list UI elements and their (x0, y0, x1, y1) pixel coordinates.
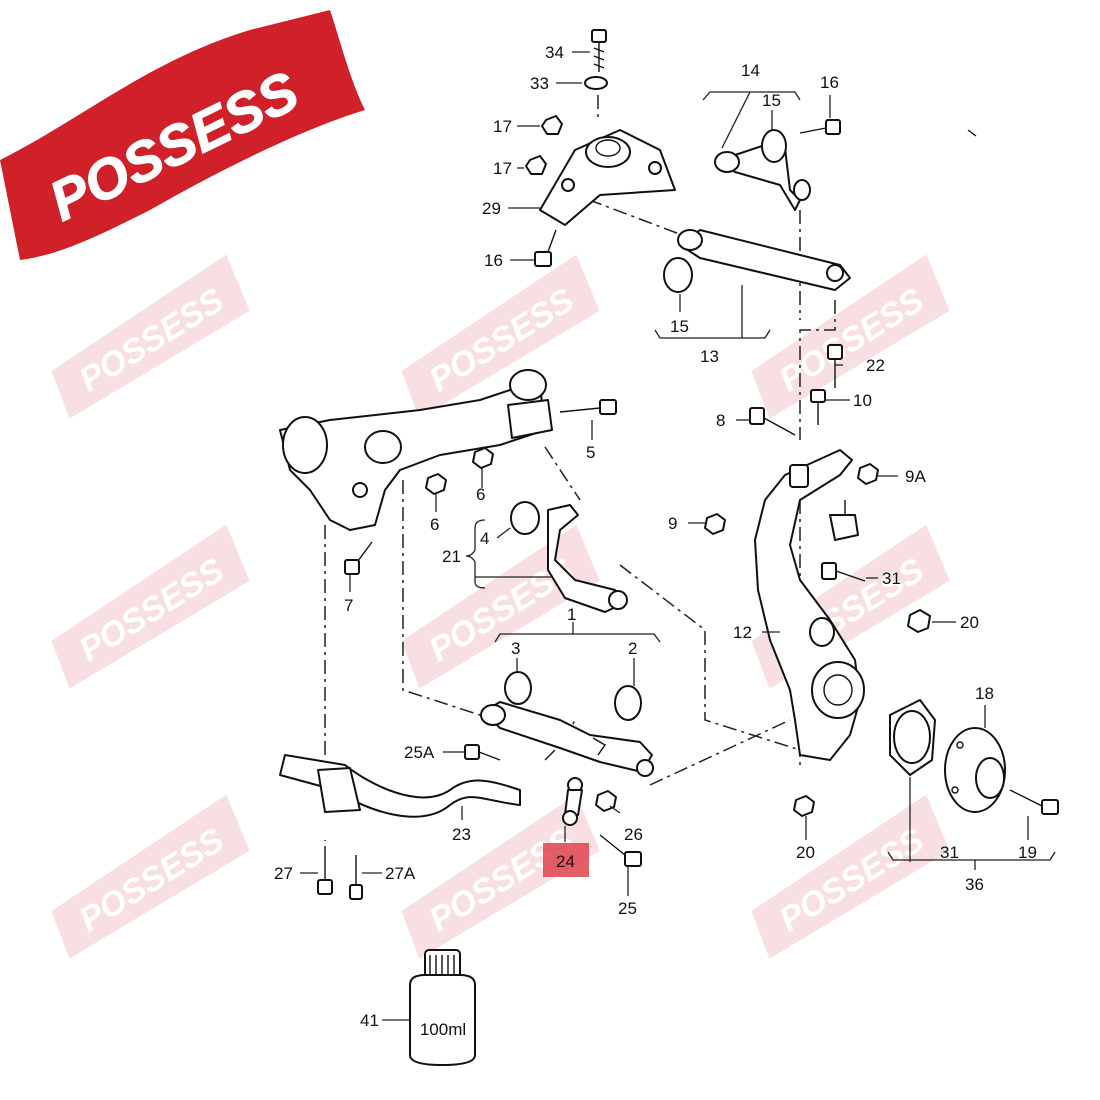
callout-31a: 31 (882, 569, 901, 588)
part-upper-arm-14 (714, 129, 811, 211)
callout-6b: 6 (476, 485, 485, 504)
part-nut-6a (425, 473, 447, 495)
part-control-arm-1 (480, 701, 654, 777)
part-nut-17b (525, 155, 547, 175)
part-bolt-22 (827, 344, 843, 388)
part-bushing-2 (614, 685, 642, 721)
watermark-text: POSSESS (73, 551, 231, 670)
part-bolt-34 (591, 29, 607, 72)
part-nut-6b (472, 447, 494, 469)
part-bolt-16b (799, 119, 841, 135)
part-bolt-16a (534, 229, 557, 267)
callout-1: 1 (567, 605, 576, 624)
brand-banner: POSSESS (0, 10, 365, 260)
callout-9: 9 (668, 514, 677, 533)
callout-labels: 34 33 17 17 29 16 14 15 16 15 13 22 10 8… (274, 43, 1037, 1030)
callout-29: 29 (482, 199, 501, 218)
watermark-text: POSSESS (423, 281, 581, 400)
part-bolt-5 (559, 399, 617, 415)
callout-7: 7 (344, 596, 353, 615)
callout-14: 14 (741, 61, 760, 80)
part-control-arm-21 (510, 501, 628, 613)
callout-36: 36 (965, 875, 984, 894)
part-nut-20a (907, 609, 931, 633)
part-hub-18 (944, 727, 1006, 813)
watermark-9: POSSESS (751, 794, 950, 959)
callout-8: 8 (716, 411, 725, 430)
part-stabilizer-bar-23 (279, 754, 521, 818)
callout-34: 34 (545, 43, 564, 62)
part-bushing-3 (504, 671, 532, 705)
watermark-4: POSSESS (51, 524, 250, 689)
callout-20b: 20 (796, 843, 815, 862)
callout-27: 27 (274, 864, 293, 883)
callout-5: 5 (586, 443, 595, 462)
watermark-1: POSSESS (51, 254, 250, 419)
part-bolt-8 (749, 407, 796, 436)
part-nut-9a (857, 463, 879, 485)
callout-23: 23 (452, 825, 471, 844)
part-bolt-19 (1009, 789, 1059, 815)
part-upper-mount-29 (539, 129, 676, 226)
part-nut-17a (541, 115, 563, 135)
callout-26: 26 (624, 825, 643, 844)
callout-6a: 6 (430, 515, 439, 534)
callout-10: 10 (853, 391, 872, 410)
callout-16b: 16 (820, 73, 839, 92)
callout-25: 25 (618, 899, 637, 918)
watermark-text: POSSESS (423, 821, 581, 940)
callout-15b: 15 (670, 317, 689, 336)
watermark-7: POSSESS (51, 794, 250, 959)
part-wheel-bearing-31 (889, 699, 936, 776)
callout-17a: 17 (493, 117, 512, 136)
part-nut-9 (704, 513, 726, 535)
callout-20a: 20 (960, 613, 979, 632)
callout-18: 18 (975, 684, 994, 703)
watermark-text: POSSESS (73, 281, 231, 400)
callout-22: 22 (866, 356, 885, 375)
callout-15a: 15 (762, 91, 781, 110)
callout-27a: 27A (385, 864, 416, 883)
part-knuckle-12 (754, 449, 865, 761)
part-bolt-25 (599, 834, 642, 867)
callout-33: 33 (530, 74, 549, 93)
callout-9a: 9A (905, 467, 926, 486)
callout-21: 21 (442, 547, 461, 566)
part-bolt-10 (810, 389, 826, 425)
part-bolt-27 (317, 860, 333, 895)
corner-tick-mark (967, 129, 977, 137)
part-subframe (279, 369, 553, 531)
part-washer-33 (584, 76, 608, 90)
bottle-label: 100ml (420, 1020, 466, 1039)
callout-25a: 25A (404, 743, 435, 762)
part-bolt-7 (344, 541, 373, 575)
part-bolt-31a (821, 562, 866, 582)
watermark-text: POSSESS (773, 821, 931, 940)
callout-41: 41 (360, 1011, 379, 1030)
part-nut-20b (793, 795, 815, 817)
highlight-box-24 (543, 843, 589, 877)
part-ball-joint (829, 500, 859, 541)
part-grease-bottle-41: 100ml (409, 949, 476, 1066)
part-link-24 (562, 777, 583, 826)
callout-2: 2 (628, 639, 637, 658)
callout-13: 13 (700, 347, 719, 366)
callout-31b: 31 (940, 843, 959, 862)
leader-lines (300, 51, 1056, 1021)
callout-16a: 16 (484, 251, 503, 270)
callout-4: 4 (480, 529, 489, 548)
callout-24: 24 (556, 852, 575, 871)
callout-3: 3 (511, 639, 520, 658)
watermark-text: POSSESS (73, 821, 231, 940)
callout-19: 19 (1018, 843, 1037, 862)
callout-12: 12 (733, 623, 752, 642)
part-upper-arm-13 (663, 229, 851, 293)
part-bolt-27a (349, 855, 363, 900)
part-bolt-25a (464, 744, 501, 761)
callout-17b: 17 (493, 159, 512, 178)
watermark-text: POSSESS (773, 281, 931, 400)
